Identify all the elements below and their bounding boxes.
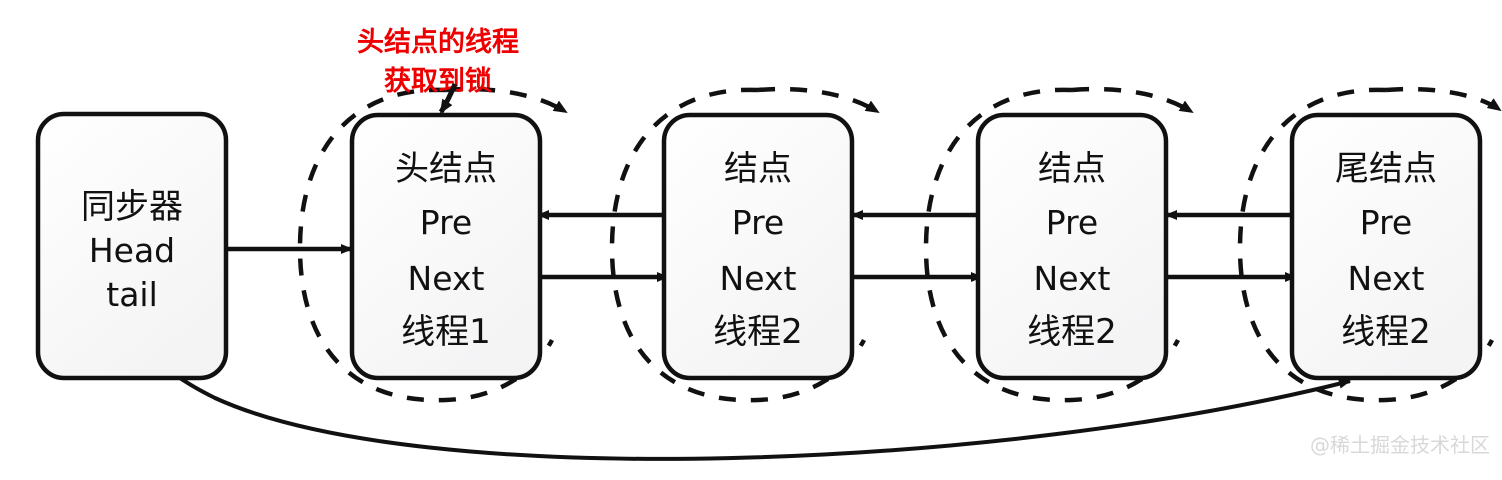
- node-head-node-box[interactable]: [349, 112, 543, 381]
- annotation-line-2: 获取到锁: [384, 65, 492, 97]
- node-boxes: 同步器 Head tail 头结点 Pre Next 线程1 结点 Pre Ne…: [35, 111, 1483, 381]
- annotation-group: 头结点的线程 获取到锁: [357, 26, 519, 114]
- node-head-node-line-2: Next: [408, 259, 485, 298]
- node-synchronizer-box[interactable]: [35, 111, 229, 381]
- dashed-loop-group: [297, 86, 1502, 403]
- node-node-2-box[interactable]: [661, 112, 855, 381]
- node-node-3-box[interactable]: [975, 112, 1169, 381]
- node-synchronizer-line-2: tail: [106, 275, 158, 314]
- node-node-3[interactable]: 结点 Pre Next 线程2: [975, 112, 1169, 381]
- dashed-loop-node-3: [923, 86, 1194, 403]
- node-synchronizer-line-1: Head: [89, 231, 175, 270]
- node-node-3-line-2: Next: [1034, 259, 1111, 298]
- node-synchronizer[interactable]: 同步器 Head tail: [35, 111, 229, 381]
- node-tail-node-line-3: 线程2: [1341, 312, 1431, 352]
- node-node-3-line-0: 结点: [1038, 149, 1106, 189]
- node-node-3-line-1: Pre: [1046, 203, 1098, 242]
- node-node-2-line-3: 线程2: [713, 312, 803, 352]
- node-node-2-line-0: 结点: [724, 149, 792, 189]
- node-tail-node-line-0: 尾结点: [1335, 149, 1437, 189]
- node-node-2-line-2: Next: [720, 259, 797, 298]
- watermark: @稀土掘金技术社区: [1310, 433, 1490, 457]
- node-tail-node[interactable]: 尾结点 Pre Next 线程2: [1289, 112, 1483, 381]
- node-head-node-line-0: 头结点: [395, 149, 497, 189]
- node-head-node-line-1: Pre: [420, 203, 472, 242]
- dashed-loop-head-node: [297, 86, 568, 403]
- dashed-loop-tail-node: [1237, 86, 1502, 403]
- node-node-3-line-3: 线程2: [1027, 312, 1117, 352]
- node-head-node[interactable]: 头结点 Pre Next 线程1: [349, 112, 543, 381]
- node-tail-node-line-2: Next: [1348, 259, 1425, 298]
- node-synchronizer-line-0: 同步器: [81, 187, 183, 227]
- annotation-line-1: 头结点的线程: [357, 26, 519, 58]
- node-head-node-line-3: 线程1: [401, 312, 491, 352]
- node-tail-node-box[interactable]: [1289, 112, 1483, 381]
- node-node-2[interactable]: 结点 Pre Next 线程2: [661, 112, 855, 381]
- annotation-pointer-arrow: [438, 83, 458, 114]
- node-tail-node-line-1: Pre: [1360, 203, 1412, 242]
- dashed-loop-node-2: [609, 86, 880, 403]
- node-node-2-line-1: Pre: [732, 203, 784, 242]
